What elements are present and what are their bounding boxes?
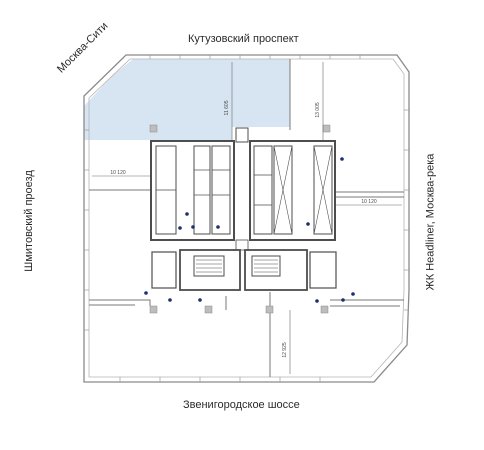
facade-mullions — [84, 55, 409, 382]
dimension-top-right: 13 005 — [315, 102, 321, 118]
building-outer-wall — [83, 54, 410, 383]
street-label-east: ЖК Headliner, Москва-река — [424, 153, 437, 291]
office-partitions — [89, 59, 404, 377]
dimension-lines — [92, 62, 402, 374]
core-right-lifts — [249, 140, 336, 241]
dimension-left: 10 120 — [110, 170, 126, 176]
street-label-north: Кутузовский проспект — [188, 33, 299, 45]
street-label-south: Звенигородское шоссе — [183, 399, 300, 411]
drop-markers — [144, 157, 355, 303]
core-left-lifts — [150, 140, 235, 241]
highlighted-zone[interactable] — [84, 59, 290, 140]
building-inner-wall — [88, 58, 405, 378]
dimension-bottom: 12 925 — [282, 342, 288, 358]
street-label-west: Шмитовский проезд — [22, 170, 35, 272]
core-stairs — [151, 127, 337, 291]
dimension-top-left: 11 605 — [224, 100, 230, 115]
dimension-right: 10 120 — [361, 199, 377, 205]
structural-columns — [149, 124, 331, 314]
